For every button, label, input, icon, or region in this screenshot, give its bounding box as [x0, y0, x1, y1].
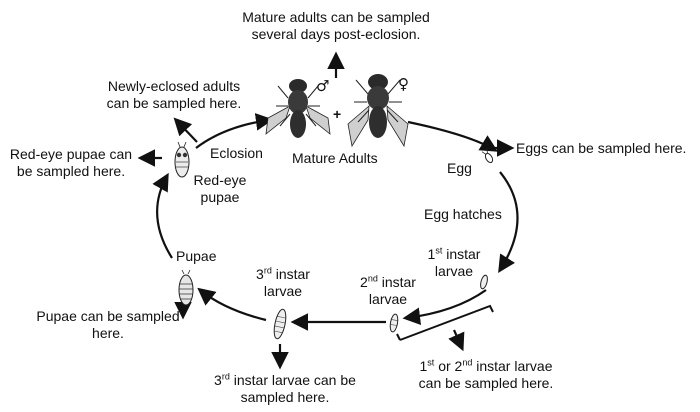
cycle-arrow-third-instar-to-pupae: [197, 287, 267, 322]
pupa-icon: [178, 269, 194, 306]
eggs-sampling-label: Eggs can be sampled here.: [516, 140, 687, 156]
second-instar-larva-icon: [389, 313, 399, 333]
third-instar-larva-icon: [273, 308, 287, 340]
first-instar-label: 1st instar larvae: [427, 245, 481, 279]
larvae-bracket-tick: [396, 333, 401, 341]
male-symbol: ♂: [316, 77, 330, 95]
red-eye-pupae-sampling-label: Red-eye pupae can be sampled here.: [9, 146, 133, 179]
cycle-arrow-eclosion: [195, 113, 274, 149]
sampling-arrow-newly-eclosed: [173, 117, 198, 143]
mature-adults-label: Mature Adults: [292, 150, 378, 166]
first-second-instar-sampling-label: 1st or 2nd instar larvae can be sampled …: [418, 357, 554, 391]
third-instar-sampling-label: 3rd instar larvae can be sampled here.: [214, 371, 356, 405]
male-fly-icon: [265, 79, 331, 138]
female-fly-icon: [347, 74, 409, 148]
second-instar-label: 2nd instar larvae: [360, 273, 416, 307]
plus-sign: +: [333, 106, 342, 122]
pupae-label: Pupae: [176, 248, 217, 264]
newly-eclosed-sampling-label: Newly-eclosed adults can be sampled here…: [106, 78, 242, 111]
mature-adults-sampling-label: Mature adults can be sampled several day…: [242, 9, 430, 42]
larvae-bracket: [399, 304, 494, 341]
first-instar-larva-icon: [480, 274, 488, 290]
egg-label: Egg: [447, 160, 472, 176]
pupae-sampling-label: Pupae can be sampled here.: [36, 308, 180, 341]
cycle-arrow-pupae-to-red-eye: [152, 172, 173, 259]
third-instar-label: 3rd instar larvae: [256, 265, 310, 299]
cycle-arrow-adults-to-egg: [407, 120, 499, 152]
egg-hatches-label: Egg hatches: [424, 206, 502, 222]
cycle-arrow-egg-to-first-instar: [498, 171, 519, 273]
red-eye-pupa-icon: [174, 141, 190, 178]
cycle-arrow-first-to-second-instar: [402, 289, 487, 326]
female-symbol: ♀: [398, 75, 409, 93]
sampling-arrow-first-second-instar: [448, 329, 465, 352]
eclosion-label: Eclosion: [210, 145, 263, 161]
red-eye-pupae-label: Red-eye pupae: [193, 172, 247, 205]
egg-icon: [481, 148, 494, 164]
